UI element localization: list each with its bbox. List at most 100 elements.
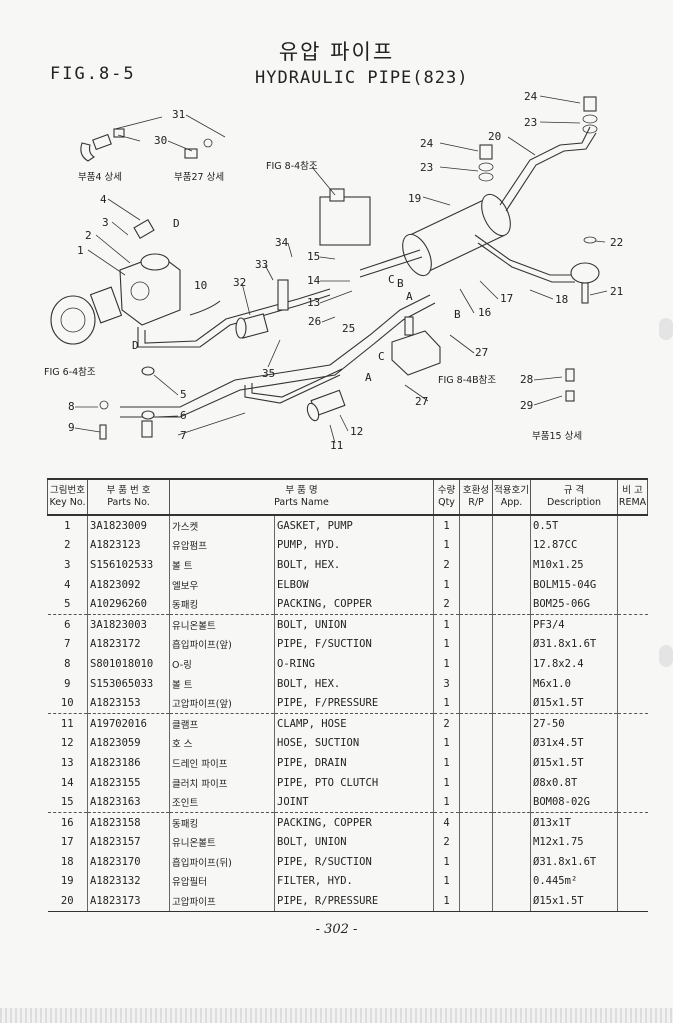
cell-name: BOLT, HEX. <box>273 673 434 694</box>
cell-app <box>492 753 531 773</box>
cell-app <box>492 713 531 734</box>
callout-17: 17 <box>500 292 513 305</box>
letter-b: B <box>454 308 461 321</box>
cell-qty: 2 <box>433 594 460 615</box>
cell-desc: Ø15x1.5T <box>530 693 618 714</box>
cell-qty: 2 <box>433 713 460 734</box>
cell-rem <box>617 594 648 615</box>
cell-key: 6 <box>64 618 71 631</box>
cell-app <box>492 673 531 694</box>
cell-desc: Ø31x4.5T <box>530 733 618 754</box>
cell-app <box>492 812 531 833</box>
cell-rem <box>617 634 648 655</box>
cell-rp <box>459 832 493 853</box>
cell-key: 4 <box>64 578 71 591</box>
cell-part: A1823059 <box>87 733 170 754</box>
cell-qty: 2 <box>433 832 460 853</box>
cell-qty: 1 <box>433 871 460 892</box>
valve-block <box>391 316 441 376</box>
cell-name: FILTER, HYD. <box>273 871 434 892</box>
cell-desc: Ø15x1.5T <box>530 753 618 773</box>
cell-desc: M10x1.25 <box>530 555 618 575</box>
page-number: - 302 - <box>315 922 358 937</box>
cell-key: 11 <box>60 717 74 730</box>
cell-name: PACKING, COPPER <box>273 594 434 615</box>
cell-ko: 유압필터 <box>169 871 275 892</box>
cell-name: O-RING <box>273 654 434 674</box>
ref-fig-6-4: FIG 6-4참조 <box>44 367 96 378</box>
cell-part: S156102533 <box>87 555 170 575</box>
callout-3: 3 <box>102 216 109 229</box>
cell-key: 12 <box>60 737 74 750</box>
cell-app <box>492 535 531 556</box>
cell-desc: 12.87CC <box>530 535 618 556</box>
callout-34: 34 <box>275 236 289 249</box>
cell-rem <box>617 891 648 912</box>
cell-desc: 17.8x2.4 <box>530 654 618 674</box>
cell-ko: 볼 트 <box>169 555 275 575</box>
binder-hole <box>659 318 673 340</box>
cell-ko: 유니온볼트 <box>169 832 275 853</box>
cell-part: A1823123 <box>87 535 170 556</box>
cell-ko: 가스켓 <box>169 515 275 536</box>
cell-rp <box>459 733 493 754</box>
cell-key: 15 <box>47 792 88 813</box>
cell-rp <box>459 574 493 595</box>
cell-rem <box>617 574 648 595</box>
cell-rp <box>459 871 493 892</box>
cell-ko: 동패킹 <box>169 594 275 615</box>
cell-qty: 1 <box>433 753 460 773</box>
cell-key: 7 <box>64 638 71 651</box>
cell-qty: 1 <box>433 852 460 872</box>
cell-rp <box>459 772 493 793</box>
cell-qty: 1 <box>433 891 460 912</box>
figure-number: FIG.8-5 <box>50 64 136 84</box>
cell-name: BOLT, UNION <box>273 832 434 853</box>
callout-22: 22 <box>610 236 623 249</box>
cell-app <box>492 634 531 655</box>
cell-ko: 고압파이프 <box>169 891 275 912</box>
cell-key: 5 <box>47 594 88 615</box>
cell-qty: 1 <box>433 515 460 536</box>
cell-rp <box>459 515 493 536</box>
cell-ko: 호 스 <box>169 733 275 754</box>
rear-pipes <box>359 126 600 284</box>
cell-desc: Ø13x1T <box>530 812 618 833</box>
cell-app <box>492 515 531 536</box>
cell-part: 3A1823003 <box>87 614 170 635</box>
callout-19: 19 <box>408 192 421 205</box>
cell-app <box>492 852 531 872</box>
cell-rp <box>459 634 493 655</box>
cell-qty: 1 <box>433 792 460 813</box>
cell-rp <box>459 753 493 773</box>
cell-ko: 드레인 파이프 <box>169 753 275 773</box>
pump-drawing <box>50 219 181 345</box>
cell-qty: 1 <box>433 693 460 714</box>
cell-rp <box>459 555 493 575</box>
cell-part: A1823173 <box>87 891 170 912</box>
suction-hose <box>235 279 346 422</box>
cell-app <box>492 574 531 595</box>
cell-ko: 엘보우 <box>169 574 275 595</box>
cell-part: A1823170 <box>87 852 170 872</box>
cell-key: 3 <box>64 558 71 571</box>
cell-rem <box>617 733 648 754</box>
cell-desc: PF3/4 <box>530 614 618 635</box>
hydraulic-filter <box>319 188 511 277</box>
cell-rem <box>617 673 648 694</box>
cell-part: A1823158 <box>87 812 170 833</box>
cell-part: S153065033 <box>87 673 170 694</box>
cell-name: PIPE, R/SUCTION <box>273 852 434 872</box>
callout-11: 11 <box>330 439 343 452</box>
ref-fig-8-4b: FIG 8-4B참조 <box>438 375 496 386</box>
callout-12: 12 <box>350 425 363 438</box>
cell-name: PIPE, F/PRESSURE <box>273 693 434 714</box>
cell-part: A1823186 <box>87 753 170 773</box>
